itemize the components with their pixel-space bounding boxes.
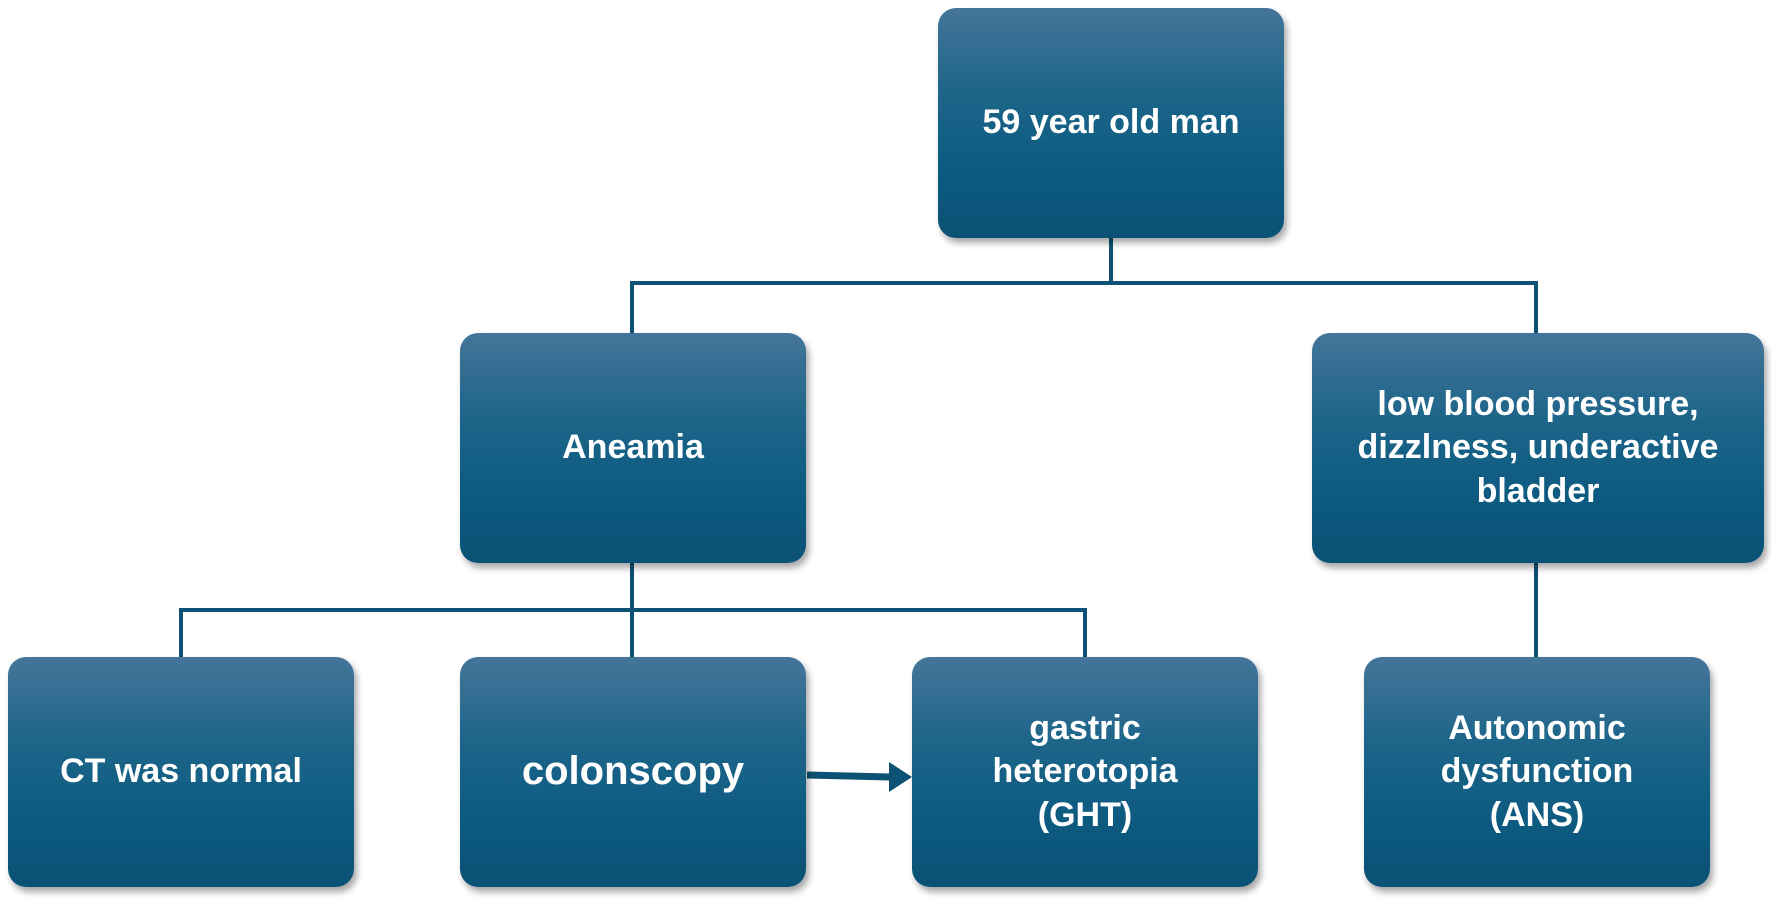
node-ans-label: Autonomic dysfunction (ANS): [1440, 708, 1634, 834]
connector-root-to-level2: [630, 238, 1113, 333]
node-colonoscopy-label: colonscopy: [521, 749, 745, 794]
node-root-label: 59 year old man: [982, 103, 1240, 142]
node-anaemia-label: Aneamia: [562, 428, 704, 467]
node-colonoscopy: colonscopy: [460, 657, 806, 887]
node-ght: gastric heterotopia (GHT): [912, 657, 1258, 887]
connector-root-to-symptoms: [1111, 281, 1538, 333]
arrow-colonoscopy-to-ght: [806, 762, 912, 792]
connector-anaemia-to-ght: [632, 608, 1087, 657]
node-symptoms: low blood pressure, dizzlness, underacti…: [1312, 333, 1764, 563]
connector-anaemia-to-children: [179, 563, 634, 657]
node-ct-label: CT was normal: [60, 752, 302, 791]
node-anaemia: Aneamia: [460, 333, 806, 563]
node-ans: Autonomic dysfunction (ANS): [1364, 657, 1710, 887]
node-ct: CT was normal: [8, 657, 354, 887]
node-root: 59 year old man: [938, 8, 1284, 238]
node-symptoms-label: low blood pressure, dizzlness, underacti…: [1357, 384, 1719, 510]
node-ght-label: gastric heterotopia (GHT): [992, 708, 1178, 834]
